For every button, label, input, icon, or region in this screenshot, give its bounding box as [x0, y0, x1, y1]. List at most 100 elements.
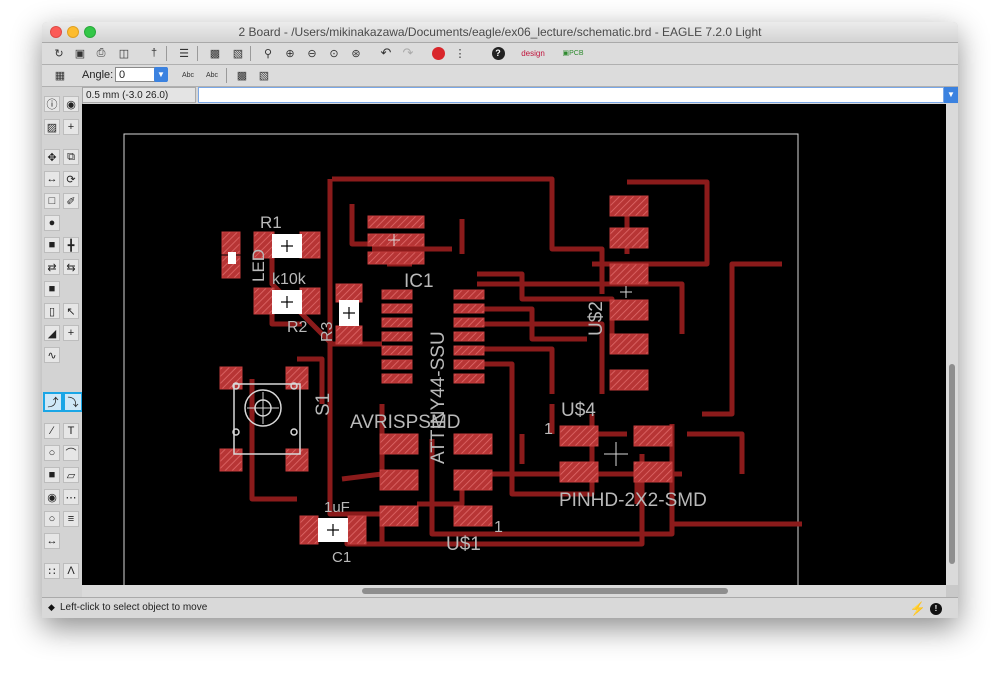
auto-icon[interactable]: Λ	[63, 563, 79, 579]
command-row: 0.5 mm (-3.0 26.0) ▼	[82, 87, 958, 104]
print-icon[interactable]: ⎙	[96, 46, 106, 59]
ratsnest-icon[interactable]: ∷	[44, 563, 60, 579]
label-us4: U$4	[561, 400, 596, 421]
add-icon[interactable]: ╋	[63, 237, 79, 253]
save-icon[interactable]: ▣	[74, 47, 86, 60]
trace	[477, 281, 685, 334]
pad	[453, 303, 485, 314]
split-icon[interactable]: ▯	[44, 303, 60, 319]
polygon-icon[interactable]: ▱	[63, 467, 79, 483]
miter-icon[interactable]: ◢	[44, 325, 60, 341]
board-icon[interactable]: ▩	[209, 47, 221, 60]
trace	[297, 356, 325, 404]
route-tool-selected-icon[interactable]: ⤴	[43, 392, 63, 412]
switch-body	[233, 383, 301, 455]
rect-icon[interactable]: ■	[44, 467, 60, 483]
ripup-tool-selected-icon[interactable]: ⤵	[63, 392, 83, 412]
undo-icon[interactable]: ↶	[380, 45, 392, 60]
hole-icon[interactable]: ○	[44, 511, 60, 527]
rotate-icon[interactable]: ⟳	[63, 171, 79, 187]
layer-top-icon[interactable]: ▩	[236, 69, 248, 82]
pinswap-icon[interactable]: ⇄	[44, 259, 60, 275]
command-input[interactable]	[198, 87, 944, 103]
copy-icon[interactable]: ⧉	[63, 149, 79, 165]
pad	[453, 505, 493, 527]
schematic-icon[interactable]: ▧	[232, 47, 244, 60]
display-icon[interactable]: ▨	[44, 119, 60, 135]
lock-icon[interactable]: ■	[44, 281, 60, 297]
label-1uf: 1uF	[324, 499, 350, 516]
wire-icon[interactable]: ∕	[44, 423, 60, 439]
mirror-icon[interactable]: ↔	[44, 171, 60, 187]
paste-icon[interactable]: ●	[44, 215, 60, 231]
horizontal-scrollbar[interactable]	[82, 585, 946, 597]
pad	[609, 227, 649, 249]
toolbar-separator	[197, 46, 198, 61]
layer-bottom-icon[interactable]: ▧	[258, 69, 270, 82]
horizontal-scroll-thumb[interactable]	[362, 588, 728, 594]
mirror-text-icon[interactable]: Abc	[181, 71, 195, 79]
replace-icon[interactable]: ⇆	[63, 259, 79, 275]
dimension-icon[interactable]: ↔	[44, 533, 60, 549]
open-icon[interactable]: ↻	[54, 47, 64, 60]
info-icon[interactable]: ⓘ	[44, 96, 60, 112]
zoom-window-button[interactable]	[84, 26, 96, 38]
pad	[453, 289, 485, 300]
pcbquote-icon[interactable]: ▣PCB	[562, 50, 584, 57]
layers-icon[interactable]: ☰	[179, 47, 189, 60]
pad	[453, 331, 485, 342]
zoom-in-icon[interactable]: ⊕	[285, 47, 295, 60]
help-icon[interactable]: ?	[490, 45, 506, 61]
spin-text-icon[interactable]: Abc	[205, 71, 219, 79]
signal-icon[interactable]: ⋯	[63, 489, 79, 505]
status-bar: ◆ Left-click to select object to move ⚡ …	[42, 597, 958, 618]
trace	[477, 346, 555, 394]
change-icon[interactable]: ✐	[63, 193, 79, 209]
zoom-select-icon[interactable]: ⊛	[351, 47, 361, 60]
zoom-redraw-icon[interactable]: ⊙	[329, 47, 339, 60]
optimize-icon[interactable]: ↖	[63, 303, 79, 319]
go-icon[interactable]: ⋮	[454, 47, 466, 60]
cam-icon[interactable]: ◫	[118, 47, 130, 60]
diamond-icon: ◆	[48, 602, 55, 612]
close-window-button[interactable]	[50, 26, 62, 38]
script-icon[interactable]: †	[150, 47, 158, 59]
pad	[609, 195, 649, 217]
stop-icon[interactable]	[430, 45, 446, 61]
mark-icon[interactable]: +	[63, 119, 79, 135]
arc-icon[interactable]: ⌒	[63, 445, 79, 461]
pad	[633, 461, 673, 483]
stop-command-icon[interactable]: !	[928, 601, 944, 617]
chevron-down-icon[interactable]: ▼	[154, 67, 168, 82]
text-icon[interactable]: T	[63, 423, 79, 439]
trace	[477, 321, 605, 394]
minimize-window-button[interactable]	[67, 26, 79, 38]
delete-icon[interactable]: ■	[44, 237, 60, 253]
circle-icon[interactable]: ○	[44, 445, 60, 461]
vertical-scroll-thumb[interactable]	[949, 364, 955, 564]
move-icon[interactable]: ✥	[44, 149, 60, 165]
route-icon[interactable]: +	[63, 325, 79, 341]
via-icon[interactable]: ◉	[44, 489, 60, 505]
label-pin1-pinhd: 1	[544, 421, 553, 438]
redo-icon[interactable]: ↷	[402, 45, 414, 60]
show-icon[interactable]: ◉	[63, 96, 79, 112]
eagle-window: 2 Board - /Users/mikinakazawa/Documents/…	[42, 22, 958, 618]
vertical-scrollbar[interactable]	[946, 104, 958, 585]
command-history-chevron-icon[interactable]: ▼	[944, 87, 958, 103]
angle-label: Angle:	[82, 69, 114, 81]
meander-icon[interactable]: ∿	[44, 347, 60, 363]
attribute-icon[interactable]: ≡	[63, 511, 79, 527]
zoom-out-icon[interactable]: ⊖	[307, 47, 317, 60]
zoom-fit-icon[interactable]: ⚲	[263, 47, 273, 60]
board-canvas[interactable]: R1 k10k R2 R3 LED IC1 ATTINY44-SSU U$2 U…	[82, 104, 946, 585]
trace	[702, 261, 782, 417]
grid-icon[interactable]: ▦	[54, 69, 66, 82]
lightning-icon[interactable]: ⚡	[909, 601, 927, 616]
switch-hole	[232, 382, 240, 390]
group-icon[interactable]: □	[44, 193, 60, 209]
designlink-icon[interactable]: design	[521, 48, 545, 58]
parameter-toolbar: ▦ Angle: 0 ▼ Abc Abc ▩ ▧	[42, 65, 958, 87]
label-pinhd: PINHD-2X2-SMD	[559, 490, 707, 511]
label-us2: U$2	[586, 301, 607, 336]
